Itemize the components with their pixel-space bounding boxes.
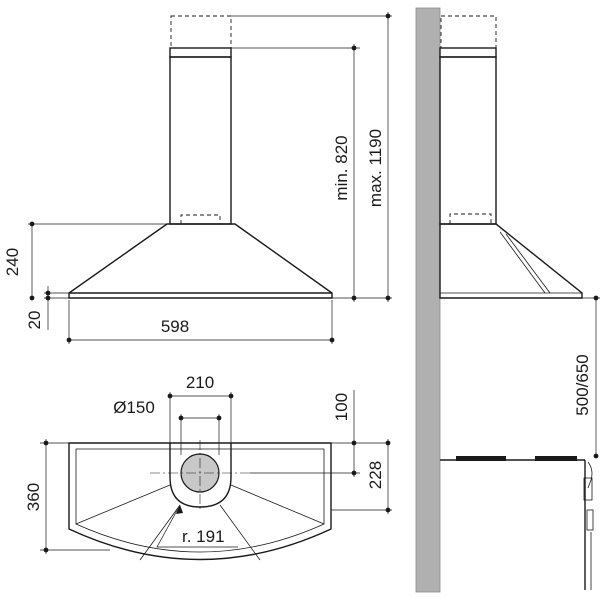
dim-duct-diameter: Ø150: [113, 398, 155, 417]
chimney-extension-dashed: [170, 15, 232, 49]
chimney-body: [169, 56, 232, 225]
dim-height-20: 20: [25, 311, 44, 330]
dim-width-598: 598: [161, 317, 189, 336]
dim-depth-360: 360: [24, 483, 43, 511]
hood-plan-outline: [68, 442, 332, 561]
top-view: [68, 440, 332, 561]
front-dimensions: 240 20 598 min. 820 max. 1190: [3, 12, 392, 344]
hood-canopy: [68, 223, 333, 299]
dim-chimney-min: min. 820: [332, 135, 351, 200]
inner-duct-dashed: [180, 214, 221, 224]
dim-radius-191: r. 191: [182, 527, 225, 546]
dim-width-210: 210: [186, 373, 214, 392]
dim-height-240: 240: [3, 248, 22, 276]
side-chimney-extension-dashed: [440, 15, 497, 49]
dim-chimney-max: max. 1190: [366, 129, 385, 207]
side-chimney-top-cap: [439, 47, 497, 58]
chimney-top-cap: [169, 47, 232, 58]
side-dimensions: 500/650: [573, 295, 600, 459]
hood-plan-inner-rim: [75, 448, 325, 553]
side-hood-canopy: [439, 223, 583, 299]
front-view: [68, 15, 333, 299]
burner-right: [535, 456, 577, 461]
side-chimney-body: [439, 56, 497, 225]
wall: [415, 7, 441, 593]
burner-left: [456, 456, 506, 461]
side-view: [415, 7, 594, 593]
top-dimensions: 210 Ø150 100 228 360 r. 191: [24, 373, 392, 554]
side-inner-duct-dashed: [449, 213, 492, 224]
dim-offset-100: 100: [332, 393, 351, 421]
dim-height-above-hob: 500/650: [573, 354, 592, 415]
dim-depth-228: 228: [366, 461, 385, 489]
